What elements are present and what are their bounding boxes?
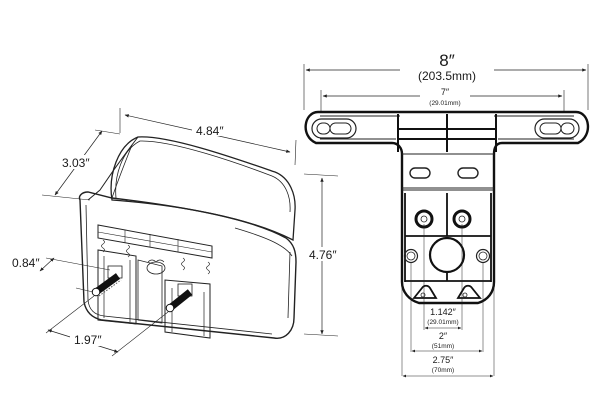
lamp-height-label: 4.76″ (309, 248, 337, 262)
slot-spacing-mm: (29.01mm) (429, 100, 460, 107)
mid-spacing-label: 2″ (439, 331, 448, 341)
stud-right (165, 283, 193, 313)
slot-spacing-label: 7″ (441, 87, 450, 97)
mid-spacing-mm: (51mm) (432, 343, 454, 350)
stud-spacing-label: 1.97″ (74, 333, 102, 347)
bracket-width-label: 8″ (439, 51, 454, 70)
stud-left (91, 265, 123, 297)
lamp-depth-label: 3.03″ (62, 156, 90, 170)
stud-length-label: 0.84″ (12, 256, 40, 270)
bracket-drawing: 8″ (203.5mm) 7″ (29.01mm) (303, 51, 590, 378)
lamp-body (78, 191, 297, 339)
base-width-mm: (70mm) (432, 367, 454, 374)
lamp-drawing: 4.84″ 3.03″ 4.76″ 0.84″ 1.97″ (12, 108, 342, 357)
lamp-width-label: 4.84″ (196, 124, 224, 138)
base-width-label: 2.75″ (433, 355, 455, 365)
bracket-width-mm: (203.5mm) (418, 69, 476, 83)
hole-spacing-label: 1.142″ (430, 307, 457, 317)
hole-spacing-mm: (29.01mm) (427, 319, 458, 326)
slot-left (311, 118, 357, 139)
slot-right (534, 118, 580, 139)
